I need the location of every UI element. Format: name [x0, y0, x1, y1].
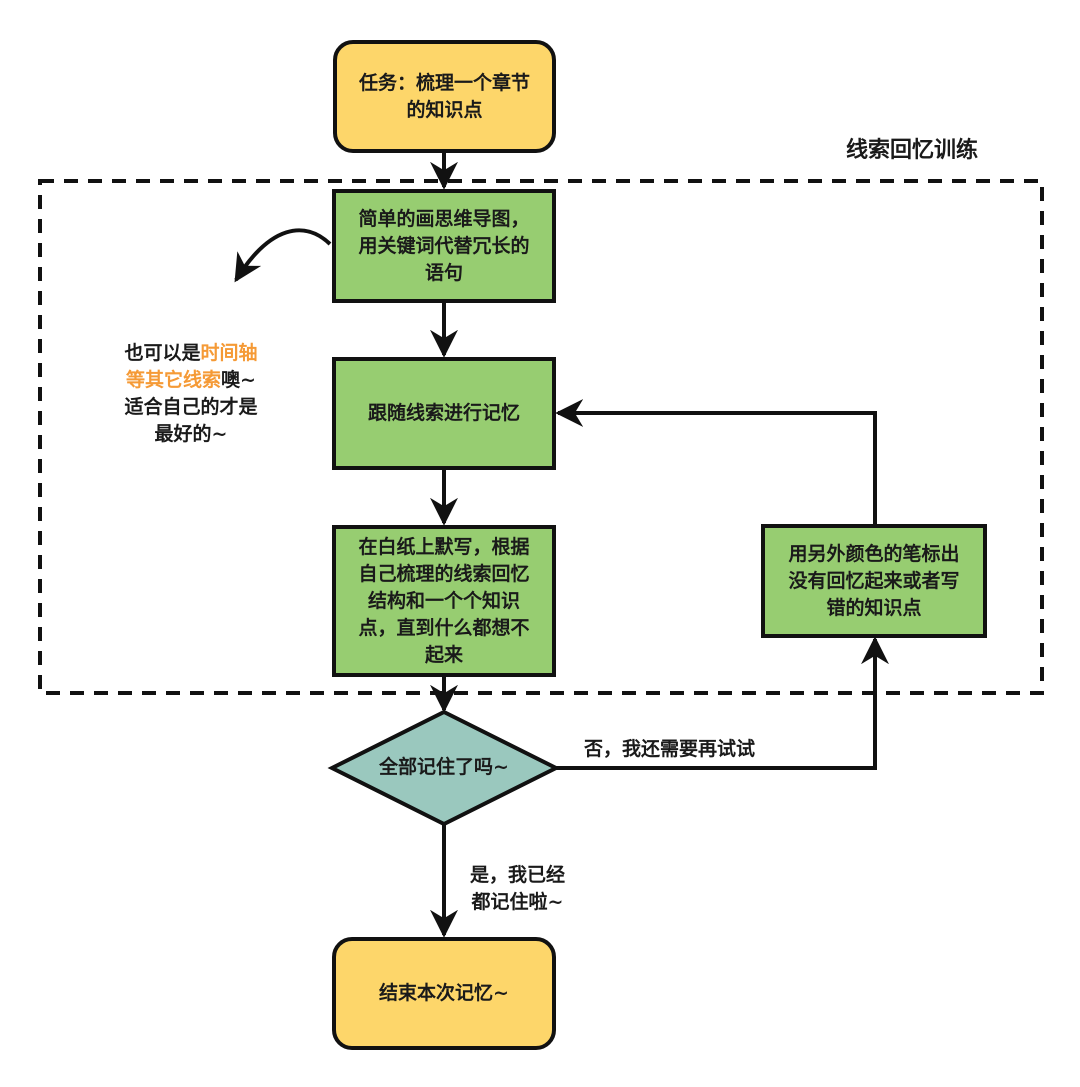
write-recall-node-text: 在白纸上默写，根据 自己梳理的线索回忆 结构和一个个知识 点，直到什么都想不 起…	[358, 535, 530, 666]
mark-errors-node-text: 用另外颜色的笔标出 没有回忆起来或者写 错的知识点	[788, 542, 960, 619]
follow-clues-node: 跟随线索进行记忆	[332, 357, 556, 470]
edge-label-yes: 是，我已经 都记住啦~	[470, 864, 566, 913]
mark-errors-node: 用另外颜色的笔标出 没有回忆起来或者写 错的知识点	[761, 524, 987, 638]
side-note: 也可以是时间轴 等其它线索噢~ 适合自己的才是 最好的~	[96, 313, 286, 448]
end-node: 结束本次记忆~	[332, 937, 556, 1050]
side-note-part1: 也可以是	[124, 342, 201, 364]
decision-diamond	[327, 709, 561, 827]
mindmap-node: 简单的画思维导图， 用关键词代替冗长的 语句	[332, 189, 556, 303]
side-note-part3: 噢~ 适合自己的才是 最好的~	[124, 369, 258, 445]
edge-mindmap-to-note	[234, 228, 332, 283]
end-node-text: 结束本次记忆~	[379, 982, 509, 1004]
mindmap-node-text: 简单的画思维导图， 用关键词代替冗长的 语句	[358, 207, 530, 284]
decision-text: 全部记住了吗~	[379, 756, 509, 778]
group-title: 线索回忆训练	[846, 138, 979, 163]
edge-mark-to-follow	[555, 399, 877, 524]
write-recall-node: 在白纸上默写，根据 自己梳理的线索回忆 结构和一个个知识 点，直到什么都想不 起…	[332, 525, 556, 677]
start-node-text: 任务：梳理一个章节 的知识点	[358, 71, 530, 121]
follow-clues-node-text: 跟随线索进行记忆	[367, 402, 520, 424]
edge-label-no: 否，我还需要再试试	[584, 738, 756, 760]
edge-decision-to-mark	[556, 636, 889, 770]
side-note-highlight: 时间轴 等其它线索	[126, 342, 258, 391]
group-boundary	[38, 179, 1044, 695]
start-node: 任务：梳理一个章节 的知识点	[333, 40, 556, 153]
